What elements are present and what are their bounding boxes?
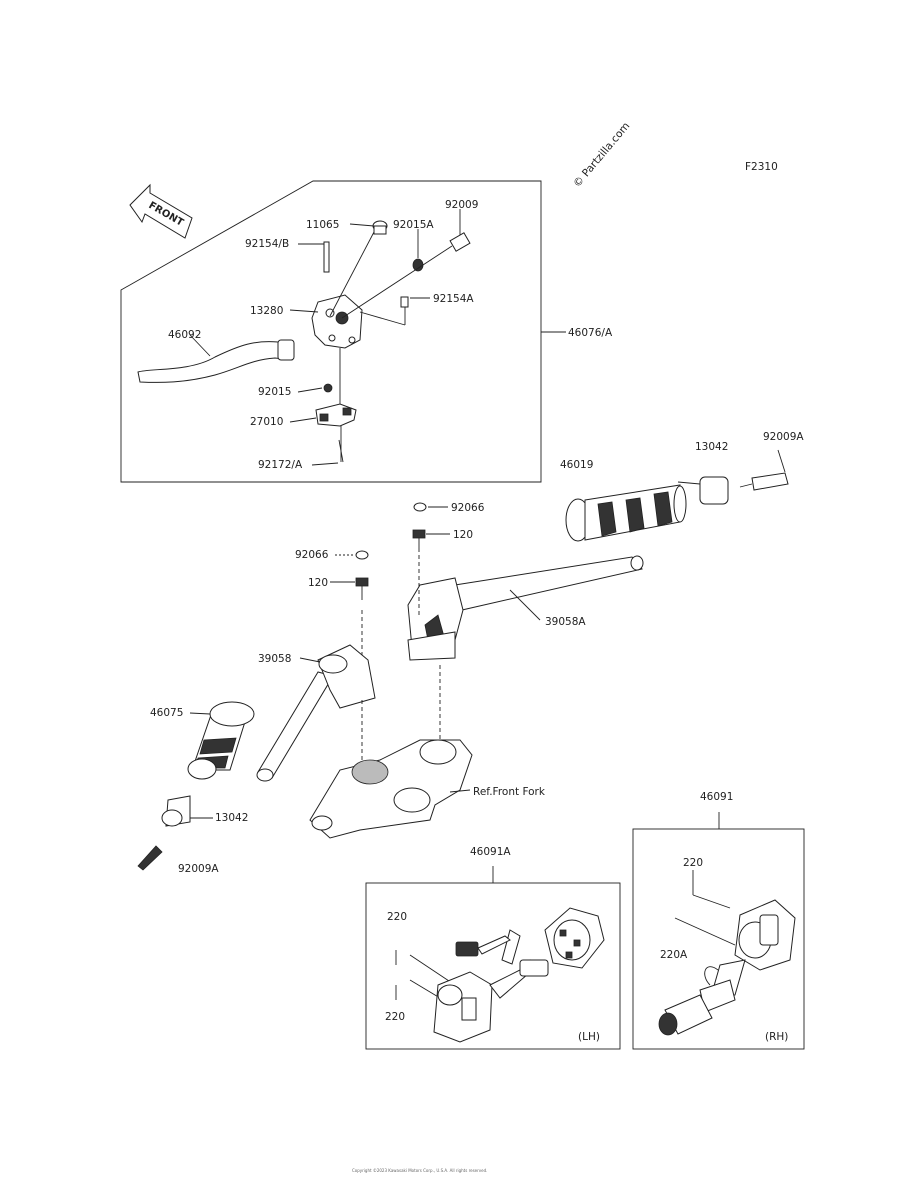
label-11065: 11065 [306, 219, 339, 231]
label-92066-right: 92066 [451, 502, 485, 514]
footer-copyright: Copyright ©2023 Kawasaki Motors Corp., U… [352, 1168, 487, 1173]
grip-46019 [565, 472, 789, 542]
label-92154B: 92154/B [245, 238, 289, 250]
label-27010: 27010 [250, 416, 283, 428]
label-220-lh-top: 220 [387, 911, 407, 923]
bolt-120-right [412, 502, 427, 618]
label-92015: 92015 [258, 386, 291, 398]
top-triple-clamp [309, 665, 473, 839]
bolt-120-left [355, 550, 369, 660]
rh-switch-box [632, 828, 805, 1050]
label-46091A: 46091A [470, 846, 511, 858]
label-lh: (LH) [578, 1031, 600, 1043]
front-arrow-icon: FRONT [129, 183, 193, 239]
label-rh: (RH) [765, 1031, 788, 1043]
brake-master-cylinder-parts [137, 220, 471, 463]
label-39058A: 39058A [545, 616, 586, 628]
label-13042-left: 13042 [215, 812, 248, 824]
handlebar-left-39058 [256, 644, 376, 782]
label-92172A: 92172/A [258, 459, 303, 471]
figure-code: F2310 [745, 161, 778, 173]
brake-master-cylinder-box [120, 180, 542, 483]
handlebar-right-39058A [407, 555, 644, 661]
label-92009: 92009 [445, 199, 478, 211]
master-cylinder-leaders [189, 209, 566, 466]
label-220-rh: 220 [683, 857, 703, 869]
rh-switch-assembly [658, 812, 796, 1036]
label-220A-rh: 220A [660, 949, 688, 961]
label-92009A-right: 92009A [763, 431, 804, 443]
label-39058: 39058 [258, 653, 291, 665]
lh-switch-assembly [395, 866, 605, 1043]
label-13042-right: 13042 [695, 441, 728, 453]
label-92154A: 92154A [433, 293, 474, 305]
label-46076A: 46076/A [568, 327, 613, 339]
label-92015A: 92015A [393, 219, 434, 231]
label-46092: 46092 [168, 329, 201, 341]
label-46091: 46091 [700, 791, 733, 803]
watermark-text: © Partzilla.com [571, 120, 632, 190]
label-120-right: 120 [453, 529, 473, 541]
upper-leaders [189, 449, 786, 819]
label-92066-left: 92066 [295, 549, 329, 561]
label-46075: 46075 [150, 707, 183, 719]
grip-46075 [137, 701, 255, 871]
label-92009A-left: 92009A [178, 863, 219, 875]
label-ref-front-fork: Ref.Front Fork [473, 786, 546, 798]
label-220-lh-bottom: 220 [385, 1011, 405, 1023]
label-13280: 13280 [250, 305, 283, 317]
label-46019: 46019 [560, 459, 593, 471]
label-120-left: 120 [308, 577, 328, 589]
